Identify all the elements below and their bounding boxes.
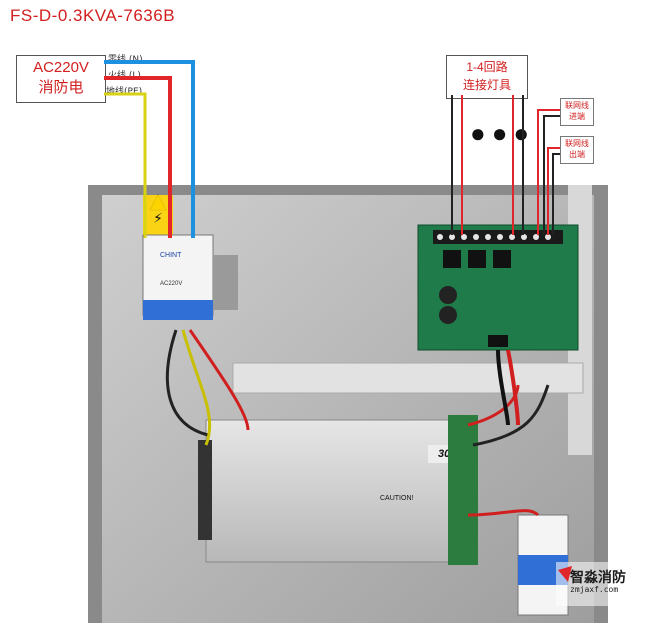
watermark-url: zmjaxf.com	[570, 585, 619, 594]
breaker-brand: CHINT	[160, 252, 182, 259]
ellipsis-dots: ●●●	[470, 118, 536, 148]
network-in-box: 联网线 进端	[560, 98, 594, 126]
watermark-name: 智淼消防	[570, 570, 626, 586]
network-out-wire-2	[552, 153, 560, 235]
network-out-box: 联网线 出端	[560, 136, 594, 164]
cabinet-photo: ⚡ CHINT AC220V 300W CAUTION!	[88, 185, 608, 623]
svg-text:⚡: ⚡	[153, 210, 163, 226]
network-in-wire-2	[543, 115, 560, 235]
ac-voltage-label: AC220V	[33, 59, 89, 76]
network-out-wire-1	[547, 147, 560, 235]
power-supply	[205, 419, 472, 563]
live-wire	[104, 76, 172, 238]
network-out-label-2: 出端	[569, 150, 585, 159]
horizontal-rail	[232, 362, 584, 394]
network-in-label-2: 进端	[569, 112, 585, 121]
breaker-voltage: AC220V	[160, 281, 182, 287]
flame-icon	[558, 566, 572, 582]
ac-fire-power-label: 消防电	[38, 79, 84, 96]
neutral-wire	[104, 60, 195, 238]
diagram-title: FS-D-0.3KVA-7636B	[10, 6, 176, 25]
lamp-circuit-box: 1-4回路 连接灯具	[446, 55, 528, 99]
ground-wire-label: 地线(PE)	[106, 87, 143, 97]
lamp-connect-label: 连接灯具	[462, 78, 511, 92]
ground-wire	[104, 92, 147, 238]
network-out-label-1: 联网线	[565, 139, 589, 148]
lamp-circuit-label: 1-4回路	[466, 60, 508, 74]
network-in-wire-1	[537, 109, 560, 235]
network-in-label-1: 联网线	[565, 101, 589, 110]
watermark-logo	[556, 562, 660, 606]
power-caution: CAUTION!	[380, 495, 414, 502]
